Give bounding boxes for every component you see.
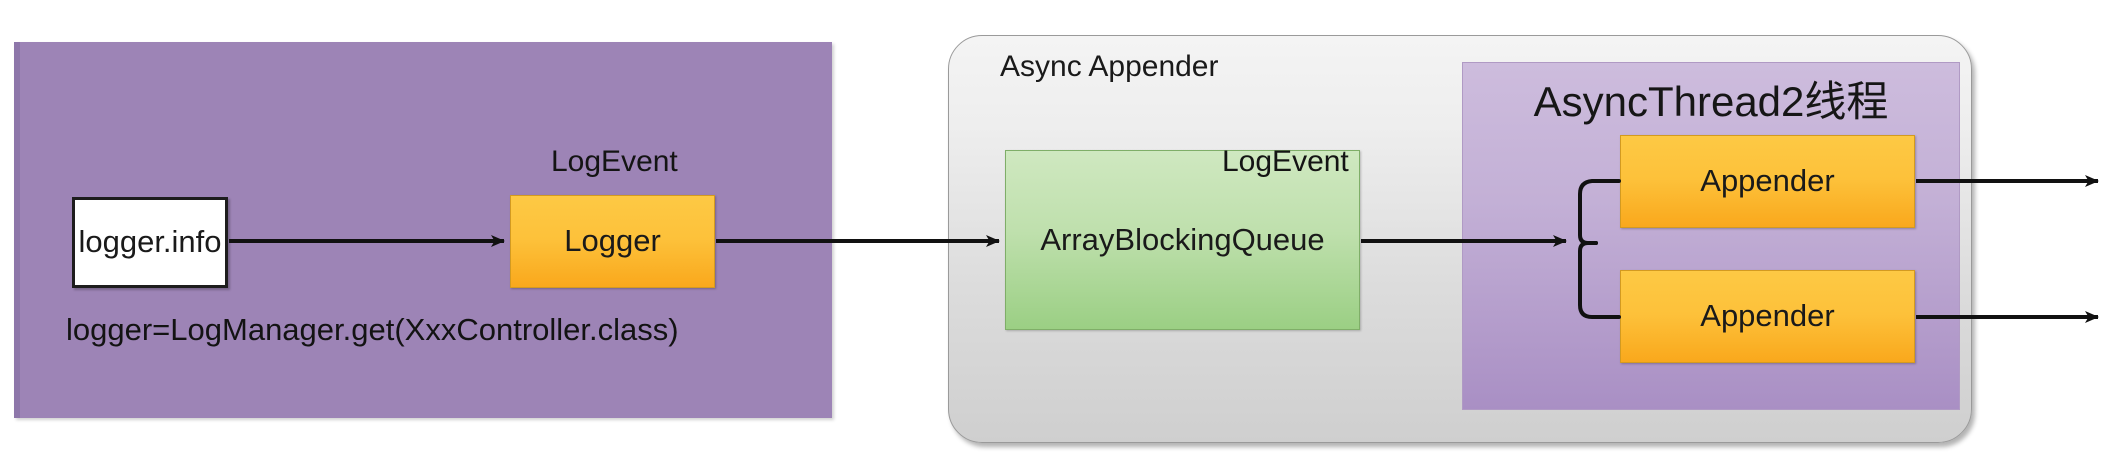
async-appender-title: Async Appender [1000,50,1219,83]
appender-box-1[interactable]: Appender [1620,135,1915,228]
logger-info-label: logger.info [78,224,222,260]
logger-box-label: Logger [564,223,661,259]
logger-info-box[interactable]: logger.info [72,197,228,288]
logger-caption: logger=LogManager.get(XxxController.clas… [66,312,679,347]
async-thread2-title: AsyncThread2线程 [1533,78,1889,125]
edge-label-logevent-2: LogEvent [1222,145,1349,178]
appender-box-1-label: Appender [1700,163,1835,199]
appender-box-2-label: Appender [1700,298,1835,334]
array-blocking-queue-label: ArrayBlockingQueue [1040,221,1325,257]
array-blocking-queue-box[interactable]: ArrayBlockingQueue [1005,150,1360,330]
logger-box[interactable]: Logger [510,195,715,288]
appender-box-2[interactable]: Appender [1620,270,1915,363]
edge-label-logevent-1: LogEvent [551,145,678,178]
